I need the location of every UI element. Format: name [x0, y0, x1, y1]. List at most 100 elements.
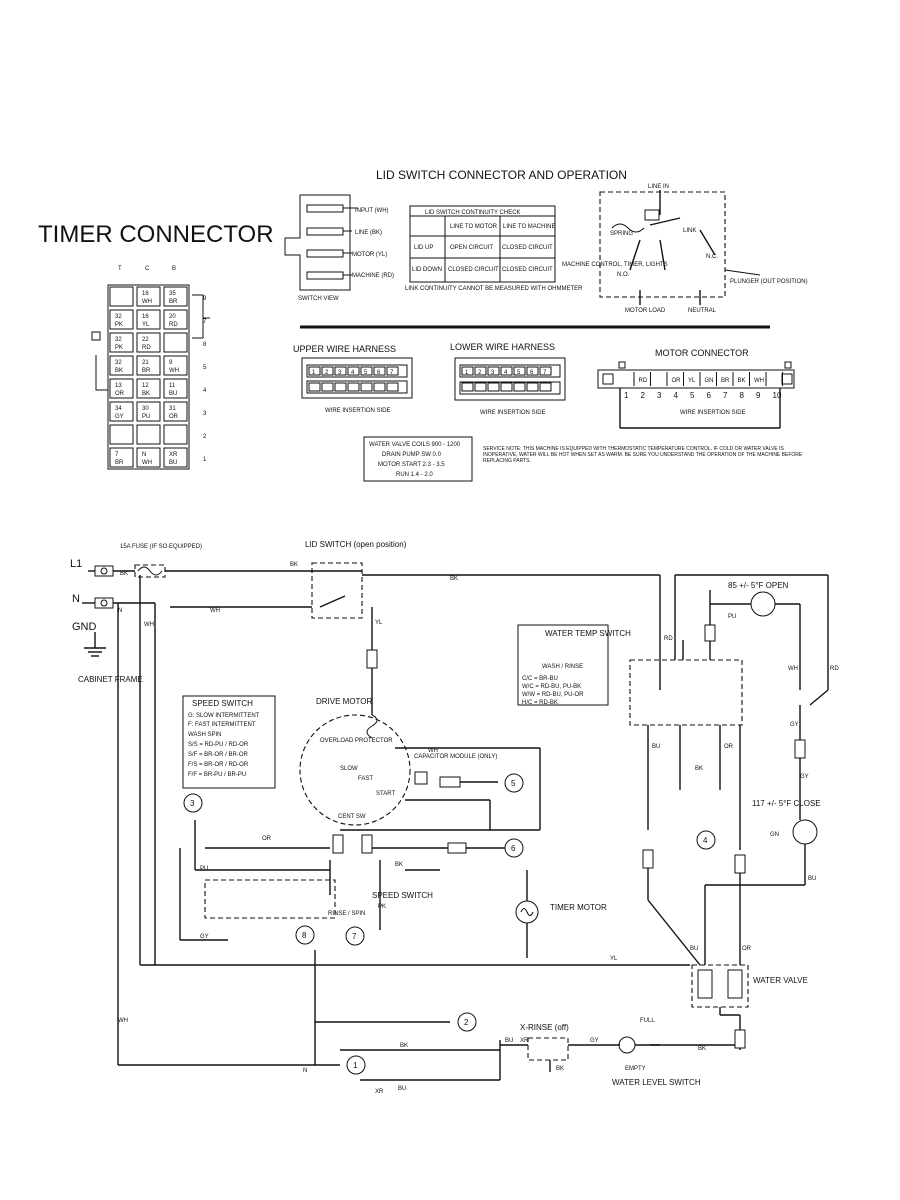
harness-pin: [526, 366, 539, 376]
node-3: 3: [190, 799, 195, 808]
timer-cell-text: BK: [142, 391, 150, 397]
node-2: 2: [464, 1018, 469, 1027]
water-temp-line: W/W = RD-BU, PU-OR: [522, 692, 584, 698]
node-4: 4: [703, 836, 708, 845]
timer-cell-text: 35: [169, 291, 176, 297]
timer-cell-text: BK: [115, 368, 123, 374]
cabinet-frame-label: CABINET FRAME: [78, 675, 143, 684]
timer-cell-text: BU: [169, 391, 177, 397]
timer-cell-text: RD: [142, 345, 151, 351]
wire-color-tags: BK N WH WH BK YL BK RD PU BU BK OR WH RD…: [118, 562, 839, 1095]
wire-tag: BK: [395, 862, 403, 868]
harness-pin: [386, 382, 399, 392]
resistance-spec-box: WATER VALVE COILS 900 - 1200 DRAIN PUMP …: [363, 436, 473, 482]
overload-label: OVERLOAD PROTECTOR: [320, 738, 393, 744]
wire-tag: BK: [698, 1046, 706, 1052]
speed-switch-legend: SPEED SWITCH G: SLOW INTERMITTENT F: FAS…: [182, 695, 276, 789]
drive-motor-label: DRIVE MOTOR: [316, 697, 373, 706]
row-lid-up: LID UP: [414, 245, 433, 251]
timer-motor-label: TIMER MOTOR: [550, 903, 607, 912]
wire-tag: N: [303, 1068, 307, 1074]
slow-label: SLOW: [340, 766, 358, 772]
harness-pin-number: 2: [478, 370, 482, 376]
timer-cell: [163, 424, 188, 445]
harness-pin-number: 1: [465, 370, 469, 376]
wire-tag: GY: [200, 934, 209, 940]
wire-tag: YL: [375, 620, 383, 626]
timer-cell-text: PK: [115, 345, 123, 351]
timer-cell: [109, 355, 134, 376]
harness-pin-number: 2: [325, 370, 329, 376]
wire-tag: BU: [808, 876, 816, 882]
start-label: START: [376, 791, 395, 797]
speed-legend-line: F/S = BR-OR / RD-OR: [188, 762, 249, 768]
timer-cell: [109, 309, 134, 330]
thermo-open-label: 85 +/- 5°F OPEN: [728, 581, 789, 590]
wire-tag: BK: [556, 1066, 564, 1072]
timer-cell-text: BU: [169, 460, 177, 466]
harness-pin-number: 5: [364, 370, 368, 376]
timer-cell: [163, 309, 188, 330]
lid-switch-operation: LINE IN SPRING LINK MACHINE CONTROL, TIM…: [562, 184, 808, 314]
timer-cell-text: BR: [115, 460, 124, 466]
harness-pin: [526, 382, 539, 392]
timer-row-number: 5: [203, 365, 207, 371]
schematic-nodes: 1 2 3 4 5 6 7 8: [183, 773, 716, 1075]
harness-pin-number: 3: [491, 370, 495, 376]
speed-legend-line: S/S = RD-PU / RD-OR: [188, 742, 249, 748]
timer-cell-text: WH: [142, 299, 152, 305]
harness-pin: [321, 366, 334, 376]
timer-cell: [136, 355, 161, 376]
timer-cell-text: PK: [115, 322, 123, 328]
fuse-label: 15A FUSE (IF SO EQUIPPED): [120, 544, 202, 550]
upper-harness-title: UPPER WIRE HARNESS: [293, 344, 396, 354]
wire-tag: RD: [664, 636, 673, 642]
harness-pin: [539, 366, 552, 376]
wire-tag: BK: [695, 766, 703, 772]
timer-cell-text: 12: [142, 383, 149, 389]
water-temp-title: WATER TEMP SWITCH: [545, 629, 631, 638]
wire-tag: WH: [144, 622, 154, 628]
motor-pin-number: 4: [674, 391, 679, 400]
timer-cell: [163, 378, 188, 399]
op-no: N.O.: [617, 272, 630, 278]
lid-pin-line: LINE (BK): [355, 230, 382, 236]
harness-pin: [513, 366, 526, 376]
fast-label: FAST: [358, 776, 373, 782]
lid-pin-input: INPUT (WH): [355, 208, 389, 214]
wire-tag: XR: [375, 1089, 384, 1095]
timer-column-header: C: [145, 266, 150, 272]
timer-cell-text: 11: [169, 383, 176, 389]
wire-tag: WH: [788, 666, 798, 672]
lid-switch-connector-view: INPUT (WH) LINE (BK) MOTOR (YL) MACHINE …: [284, 194, 394, 302]
row-lid-down: LID DOWN: [412, 267, 442, 273]
node-7: 7: [352, 932, 357, 941]
wire-tag: RD: [830, 666, 839, 672]
timer-cell: [163, 447, 188, 468]
timer-connector-title: TIMER CONNECTOR: [38, 221, 274, 248]
timer-cell-text: WH: [142, 460, 152, 466]
motor-wire-color: BR: [721, 378, 730, 384]
cent-sw-label: CENT SW: [338, 814, 366, 820]
harness-pin: [474, 382, 487, 392]
motor-pin-number: 5: [690, 391, 695, 400]
harness-pin-number: 7: [390, 370, 394, 376]
op-neutral: NEUTRAL: [688, 308, 717, 314]
speed-switch-title: SPEED SWITCH: [192, 699, 253, 708]
wire-tag: BU: [505, 1038, 513, 1044]
timer-cell: [163, 332, 188, 353]
lid-continuity-table: LID SWITCH CONTINUITY CHECK LINE TO MOTO…: [405, 205, 583, 292]
timer-cell: [136, 309, 161, 330]
timer-cell-text: 22: [142, 337, 149, 343]
harness-pin: [308, 366, 321, 376]
op-plunger: PLUNGER (OUT POSITION): [730, 279, 808, 285]
node-6: 6: [511, 844, 516, 853]
harness-pin-number: 7: [543, 370, 547, 376]
service-note: SERVICE NOTE: THIS MACHINE IS EQUIPPED W…: [483, 446, 803, 464]
timer-cell-text: 34: [115, 406, 122, 412]
timer-column-header: B: [172, 266, 176, 272]
n-label: N: [72, 593, 80, 605]
motor-wire-color: WH: [754, 378, 764, 384]
